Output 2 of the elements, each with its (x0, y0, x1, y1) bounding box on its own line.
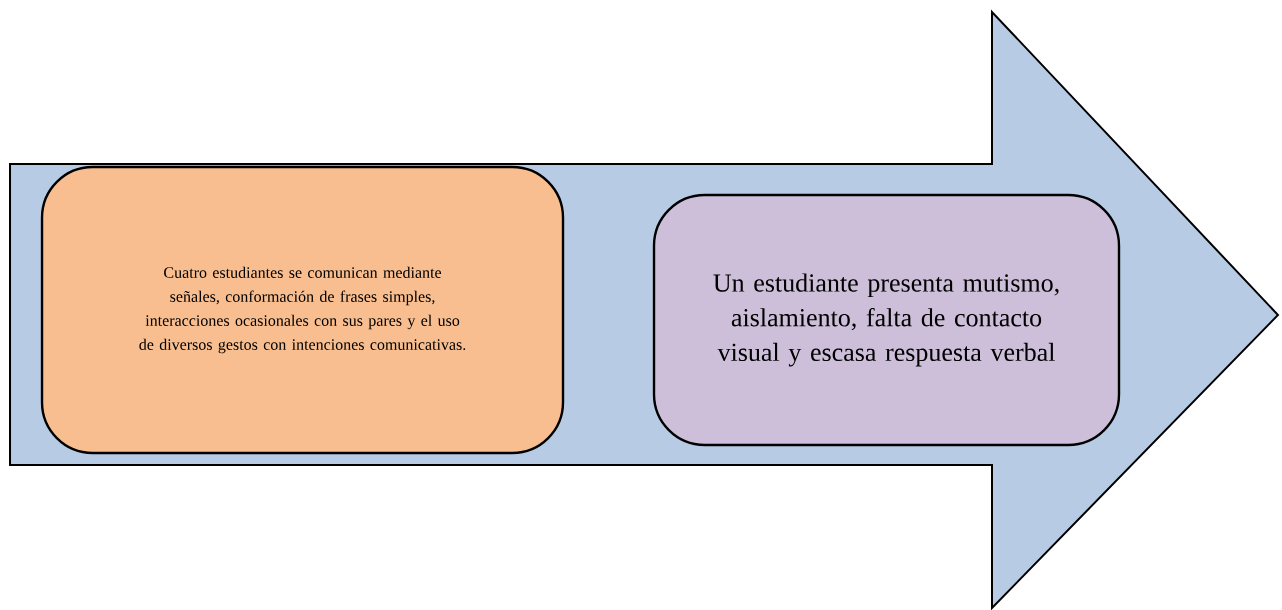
rounded-box: Cuatro estudiantes se comunican mediante señales, conformación de frases simples, interacciones ocasionales con sus pares y el uso de diversos gestos con intenciones comunicativas. (40, 165, 565, 455)
rounded-box: Un estudiante presenta mutismo, aislamiento, falta de contacto visual y escasa respuesta verbal (652, 193, 1121, 447)
